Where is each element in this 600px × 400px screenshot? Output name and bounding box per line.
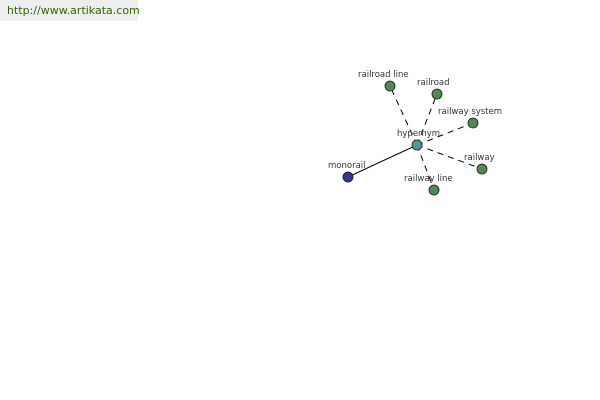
node-monorail[interactable] [342,171,354,183]
node-railroad[interactable] [431,88,443,100]
node-label-railway-line: railway line [404,174,453,184]
edge-hypernym-monorail [347,144,418,178]
node-railroad-line[interactable] [384,80,396,92]
edges-layer [347,85,483,191]
node-label-hypernym: hypernym [397,129,440,139]
node-label-railroad: railroad [417,78,450,88]
labels-layer: hypernym railroad line railroad railway sys… [328,70,502,184]
source-url-link[interactable]: http://www.artikata.com [0,0,140,21]
node-railway-line[interactable] [428,184,440,196]
node-label-monorail: monorail [328,161,366,171]
node-label-railway-system: railway system [438,107,502,117]
node-label-railway: railway [464,153,495,163]
node-hypernym[interactable] [411,139,423,151]
node-railway-system[interactable] [467,117,479,129]
edge-hypernym-railway-line [416,144,435,191]
edge-hypernym-railway [416,144,483,170]
node-label-railroad-line: railroad line [358,70,409,80]
edge-hypernym-railroad [416,93,438,146]
nodes-layer [342,80,488,196]
node-railway[interactable] [476,163,488,175]
